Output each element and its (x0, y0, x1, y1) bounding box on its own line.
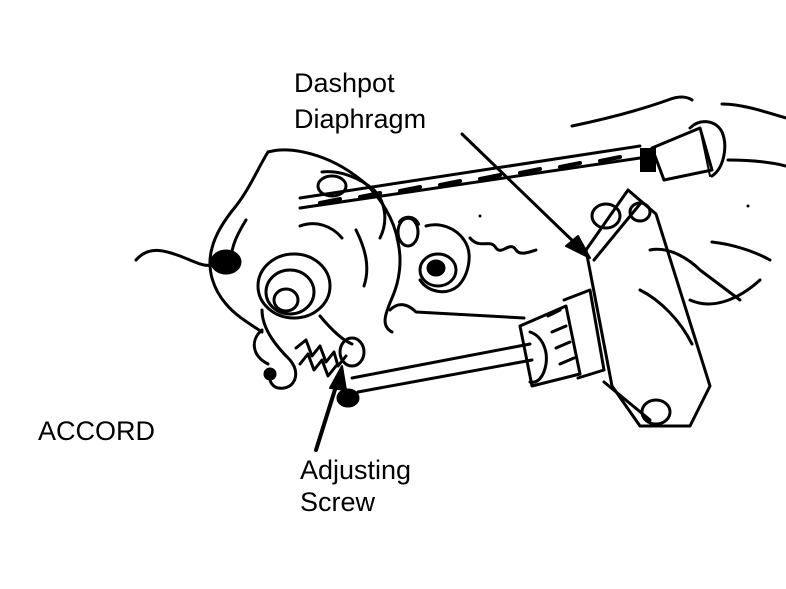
vacuum-hose (570, 95, 786, 168)
wire-leads (134, 236, 538, 267)
adjusting-screw-label-line2: Screw (300, 487, 376, 517)
adjusting-screw-spring (294, 336, 366, 408)
mounting-post (396, 215, 471, 294)
model-label: ACCORD (38, 416, 156, 446)
adjusting-screw-label-line1: Adjusting (300, 455, 412, 485)
dashpot-leader-line (460, 132, 580, 248)
dashpot-rod (350, 303, 534, 394)
adjusting-screw-leader-arrowhead (329, 365, 347, 391)
adjusting-screw-leader-line (314, 378, 340, 452)
hose-fitting (640, 120, 727, 182)
dashpot-diaphragm (518, 188, 772, 428)
throttle-lever (252, 252, 354, 390)
dashpot-label-line2: Diaphragm (294, 104, 427, 134)
dashpot-leader-arrowhead (565, 235, 591, 259)
dashpot-label-line1: Dashpot (294, 68, 395, 98)
leader-lines (314, 132, 591, 452)
throttle-cable (298, 144, 642, 210)
carburetor-body (208, 148, 402, 334)
